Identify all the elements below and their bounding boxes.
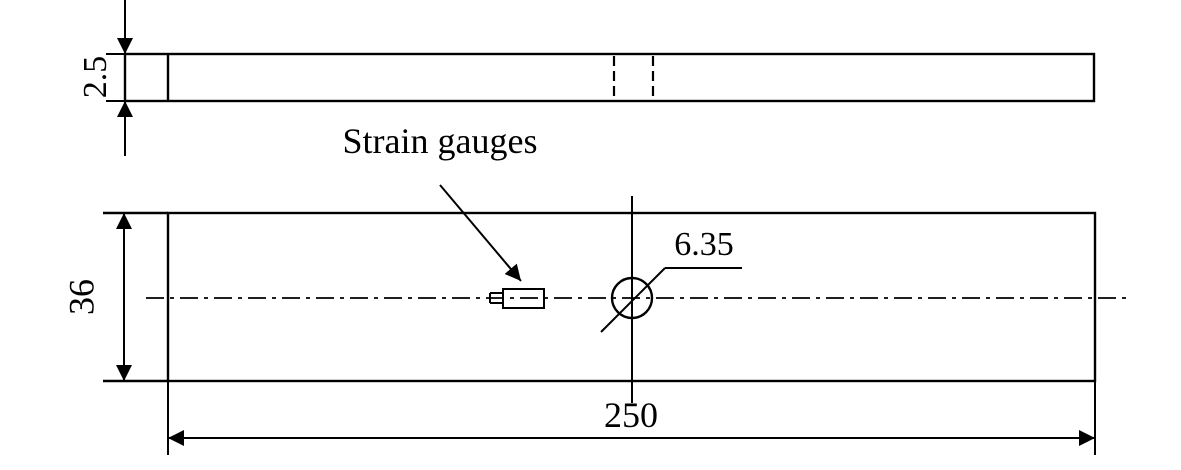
strain-gauges-callout: Strain gauges (343, 121, 538, 282)
length-value: 250 (604, 395, 658, 435)
width-value: 36 (61, 279, 101, 315)
top-view: 6.35 Strain gauges 36 250 (61, 121, 1128, 455)
hole-diameter-callout: 6.35 (600, 226, 742, 333)
strain-gauge-body (502, 288, 545, 309)
strain-gauge (489, 288, 545, 309)
strain-gauges-leader-arrow (439, 184, 522, 282)
side-view-outline (123, 52, 1096, 103)
side-view: 2.5 (77, 0, 1096, 156)
thickness-dimension: 2.5 (77, 0, 133, 156)
length-dimension: 250 (167, 381, 1096, 455)
strain-gauges-label: Strain gauges (343, 121, 538, 161)
hole-leader-line (600, 267, 666, 333)
hole-diameter-value: 6.35 (674, 226, 734, 263)
width-dimension: 36 (61, 213, 132, 381)
thickness-value: 2.5 (77, 56, 114, 99)
hole (610, 276, 654, 320)
